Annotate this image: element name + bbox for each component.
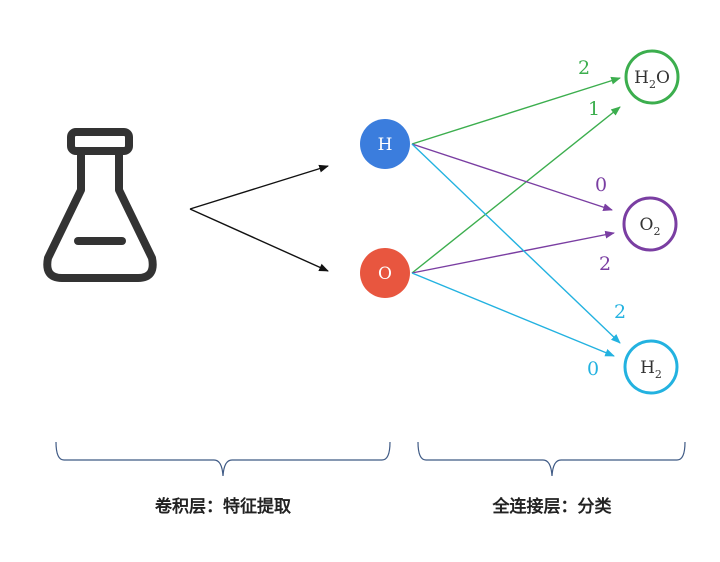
- conv-section-label: 卷积层：特征提取: [154, 496, 291, 517]
- fc-bracket: [417, 441, 686, 477]
- weight-h-to-h2o: 2: [578, 57, 590, 79]
- node-o2-label-sub: 2: [653, 225, 660, 238]
- node-h-label: H: [378, 135, 393, 155]
- edge-o-to-o2: [411, 230, 615, 274]
- feature-extraction-arrows: [189, 164, 329, 272]
- weight-o-to-h2o: 1: [588, 98, 600, 120]
- node-o2-label-main: O: [640, 215, 654, 235]
- edge-h-to-o2: [411, 143, 613, 211]
- node-o: O: [360, 248, 410, 298]
- weight-o-to-o2: 2: [599, 253, 611, 275]
- flask-icon: [43, 128, 157, 282]
- node-o-label: O: [378, 264, 392, 284]
- fc-section-label: 全连接层：分类: [492, 496, 613, 517]
- node-h2o: H2O: [624, 49, 680, 105]
- node-h2-label-main: H: [640, 358, 655, 378]
- edge-o-to-h2: [411, 272, 615, 357]
- svg-text:H2O: H2O: [634, 68, 670, 91]
- node-o2: O2: [622, 196, 678, 252]
- weight-o-to-h2: 0: [587, 358, 599, 380]
- node-h2: H2: [623, 339, 679, 395]
- edge-h-to-h2: [411, 143, 621, 344]
- node-h: H: [360, 119, 410, 169]
- node-h2o-label-main: H: [634, 68, 649, 88]
- weight-h-to-h2: 2: [614, 301, 626, 323]
- edge-h-to-h2o: [411, 76, 621, 145]
- conv-bracket: [55, 441, 391, 477]
- weight-h-to-o2: 0: [595, 174, 607, 196]
- arrow-to-h: [189, 164, 329, 210]
- fully-connected-edges: [411, 76, 621, 357]
- svg-text:H2: H2: [640, 358, 662, 381]
- node-h2o-label-sub: 2: [649, 78, 656, 91]
- section-brackets: [55, 441, 686, 477]
- node-h2-label-sub: 2: [655, 368, 662, 381]
- arrow-to-o: [189, 208, 329, 272]
- svg-text:O2: O2: [640, 215, 661, 238]
- node-h2o-label-tail: O: [656, 68, 670, 88]
- edge-o-to-h2o: [411, 106, 621, 274]
